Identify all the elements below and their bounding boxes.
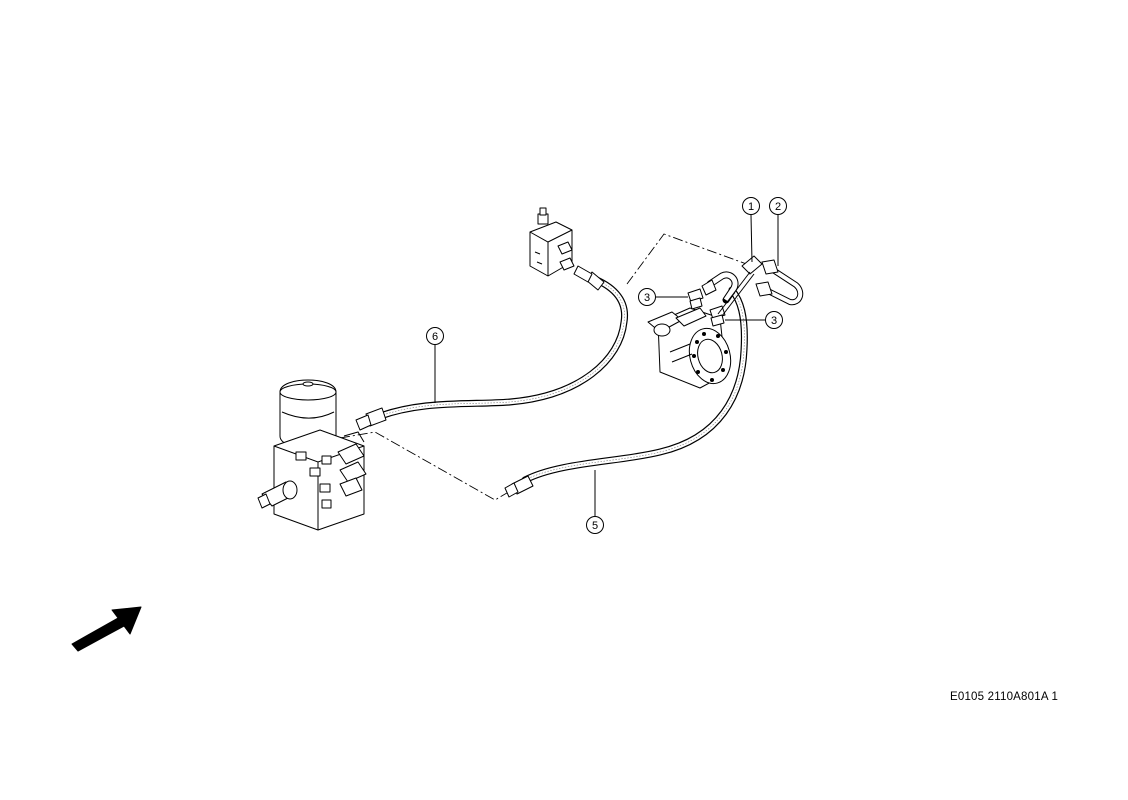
assembly-dash-lines: [339, 233, 753, 501]
accumulator-valve-assembly: [257, 379, 367, 531]
adapter-fitting-3-right: [709, 305, 726, 327]
callout-5: 5: [586, 470, 604, 534]
elbow-fitting: [701, 271, 739, 304]
direction-arrow-icon: [71, 606, 142, 652]
steering-motor: [647, 307, 732, 389]
svg-text:1: 1: [748, 201, 754, 213]
svg-text:5: 5: [592, 520, 598, 532]
svg-text:6: 6: [432, 331, 438, 343]
callout-3-right: 3: [725, 311, 783, 329]
pipe-line-2: [755, 259, 804, 306]
callout-6: 6: [426, 327, 444, 403]
pipe-fitting-1: [717, 255, 763, 317]
callout-2: 2: [769, 197, 787, 266]
svg-text:3: 3: [644, 292, 650, 304]
pressure-valve-block: [529, 207, 575, 277]
svg-text:3: 3: [771, 315, 777, 327]
adapter-fitting-3-left: [687, 288, 704, 310]
svg-text:2: 2: [775, 201, 781, 213]
callout-3-left: 3: [638, 288, 688, 306]
drawing-reference-code: E0105 2110A801A 1: [950, 691, 1059, 703]
callout-1: 1: [742, 197, 760, 263]
hose-5: [504, 286, 748, 498]
hose-6: [355, 265, 629, 431]
